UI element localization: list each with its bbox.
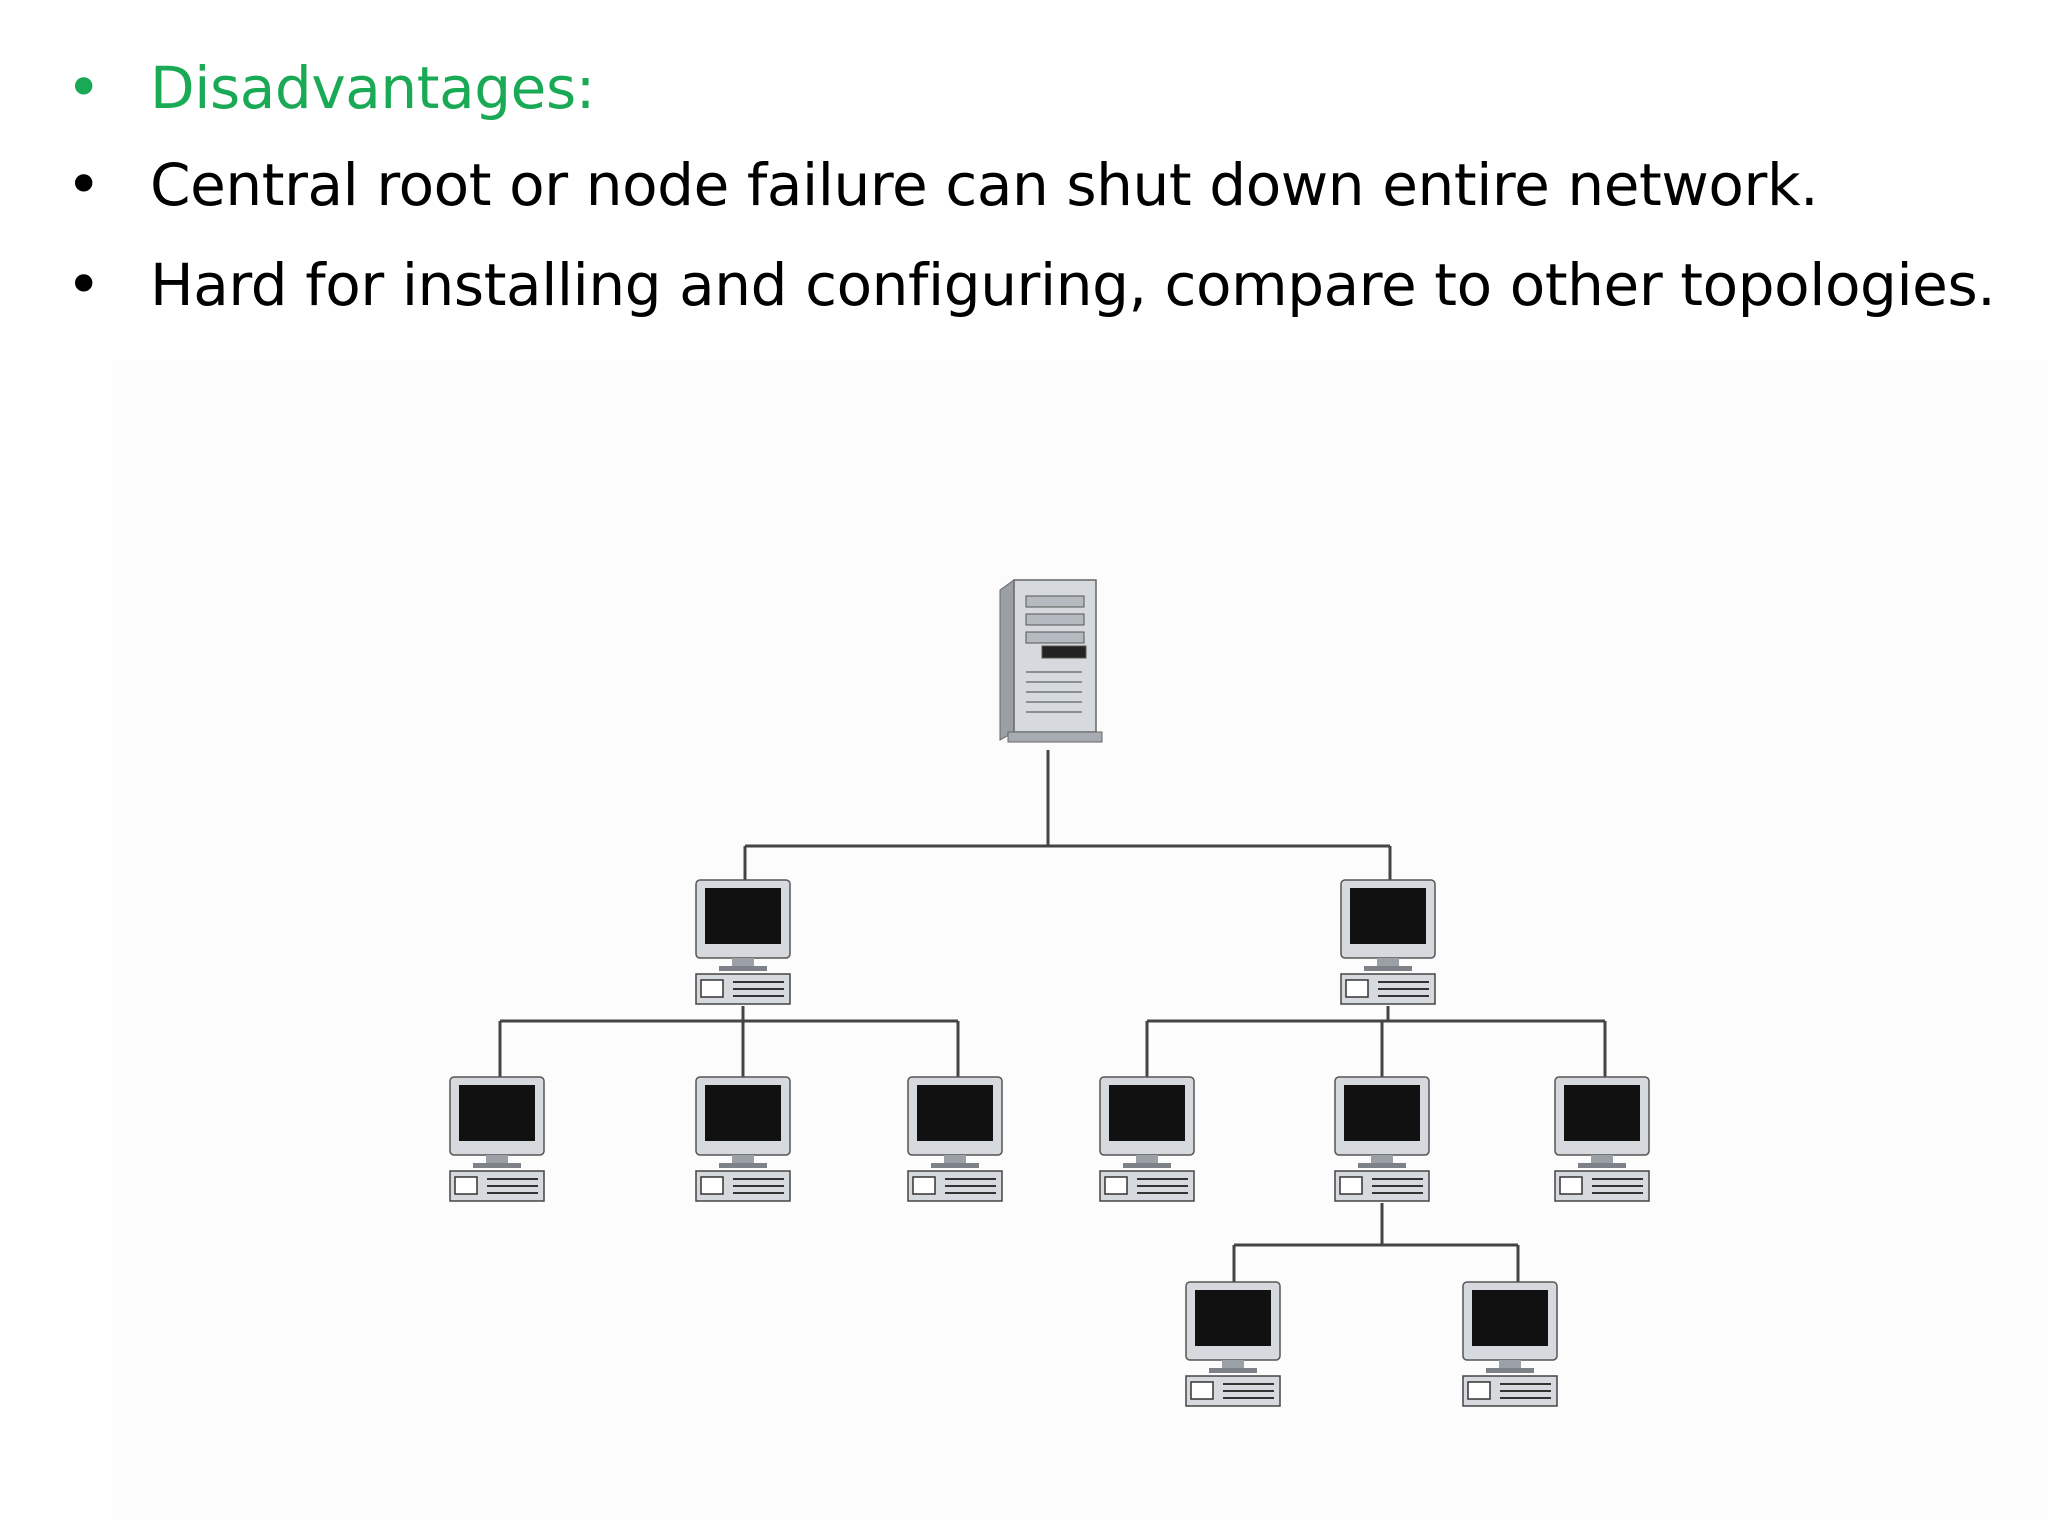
monitor-screen bbox=[459, 1085, 535, 1141]
monitor-neck bbox=[1377, 958, 1399, 966]
floppy-drive bbox=[700, 979, 724, 998]
drive-slot bbox=[1041, 645, 1087, 659]
drive-bay bbox=[1025, 631, 1085, 644]
monitor-screen bbox=[1350, 888, 1426, 944]
monitor-stand bbox=[1486, 1368, 1534, 1373]
bullet-marker: • bbox=[66, 150, 102, 220]
floppy-drive bbox=[1345, 979, 1369, 998]
bullet-item-hard-install: • Hard for installing and configuring, c… bbox=[0, 235, 2048, 335]
monitor-screen bbox=[917, 1085, 993, 1141]
computer-icon bbox=[695, 1076, 791, 1202]
floppy-drive bbox=[912, 1176, 936, 1195]
monitor-screen bbox=[1195, 1290, 1271, 1346]
monitor-stand bbox=[719, 1163, 767, 1168]
bullet-list: • Disadvantages: • Central root or node … bbox=[0, 0, 2048, 340]
computer-icon bbox=[1462, 1281, 1558, 1407]
floppy-drive bbox=[1104, 1176, 1128, 1195]
monitor-neck bbox=[486, 1155, 508, 1163]
bullet-text-root-failure: Central root or node failure can shut do… bbox=[150, 151, 1819, 219]
monitor-screen bbox=[1564, 1085, 1640, 1141]
cable-group bbox=[498, 750, 1607, 1282]
bullet-text-hard-install: Hard for installing and configuring, com… bbox=[150, 251, 1996, 319]
monitor-neck bbox=[1222, 1360, 1244, 1368]
monitor-stand bbox=[1364, 966, 1412, 971]
monitor-neck bbox=[1136, 1155, 1158, 1163]
monitor-stand bbox=[719, 966, 767, 971]
computer-icon bbox=[1340, 879, 1436, 1005]
computer-icon bbox=[1334, 1076, 1430, 1202]
monitor-stand bbox=[1578, 1163, 1626, 1168]
monitor-neck bbox=[944, 1155, 966, 1163]
monitor-screen bbox=[705, 888, 781, 944]
monitor-neck bbox=[732, 958, 754, 966]
computer-icon bbox=[907, 1076, 1003, 1202]
floppy-drive bbox=[1339, 1176, 1363, 1195]
diagram-background bbox=[112, 360, 2048, 1520]
monitor-neck bbox=[732, 1155, 754, 1163]
floppy-drive bbox=[700, 1176, 724, 1195]
bullet-item-root-failure: • Central root or node failure can shut … bbox=[0, 135, 2048, 235]
floppy-drive bbox=[1190, 1381, 1214, 1400]
computer-icon bbox=[695, 879, 791, 1005]
computer-icon bbox=[1185, 1281, 1281, 1407]
computer-icon bbox=[1099, 1076, 1195, 1202]
monitor-neck bbox=[1371, 1155, 1393, 1163]
monitor-screen bbox=[1344, 1085, 1420, 1141]
computer-icon bbox=[449, 1076, 545, 1202]
bullet-item-heading: • Disadvantages: bbox=[0, 38, 2048, 138]
drive-bay bbox=[1025, 595, 1085, 608]
monitor-stand bbox=[1123, 1163, 1171, 1168]
computer-icon bbox=[1554, 1076, 1650, 1202]
bullet-text-heading: Disadvantages: bbox=[150, 54, 595, 122]
monitor-screen bbox=[705, 1085, 781, 1141]
server-side bbox=[999, 579, 1015, 741]
device-group bbox=[449, 579, 1650, 1407]
bullet-marker: • bbox=[66, 53, 102, 123]
monitor-stand bbox=[931, 1163, 979, 1168]
drive-bay bbox=[1025, 613, 1085, 626]
bullet-marker: • bbox=[66, 250, 102, 320]
monitor-screen bbox=[1472, 1290, 1548, 1346]
monitor-stand bbox=[473, 1163, 521, 1168]
monitor-neck bbox=[1499, 1360, 1521, 1368]
floppy-drive bbox=[1467, 1381, 1491, 1400]
monitor-stand bbox=[1209, 1368, 1257, 1373]
floppy-drive bbox=[454, 1176, 478, 1195]
monitor-neck bbox=[1591, 1155, 1613, 1163]
monitor-stand bbox=[1358, 1163, 1406, 1168]
floppy-drive bbox=[1559, 1176, 1583, 1195]
monitor-screen bbox=[1109, 1085, 1185, 1141]
server-base bbox=[1007, 731, 1103, 743]
server-icon bbox=[999, 579, 1103, 743]
